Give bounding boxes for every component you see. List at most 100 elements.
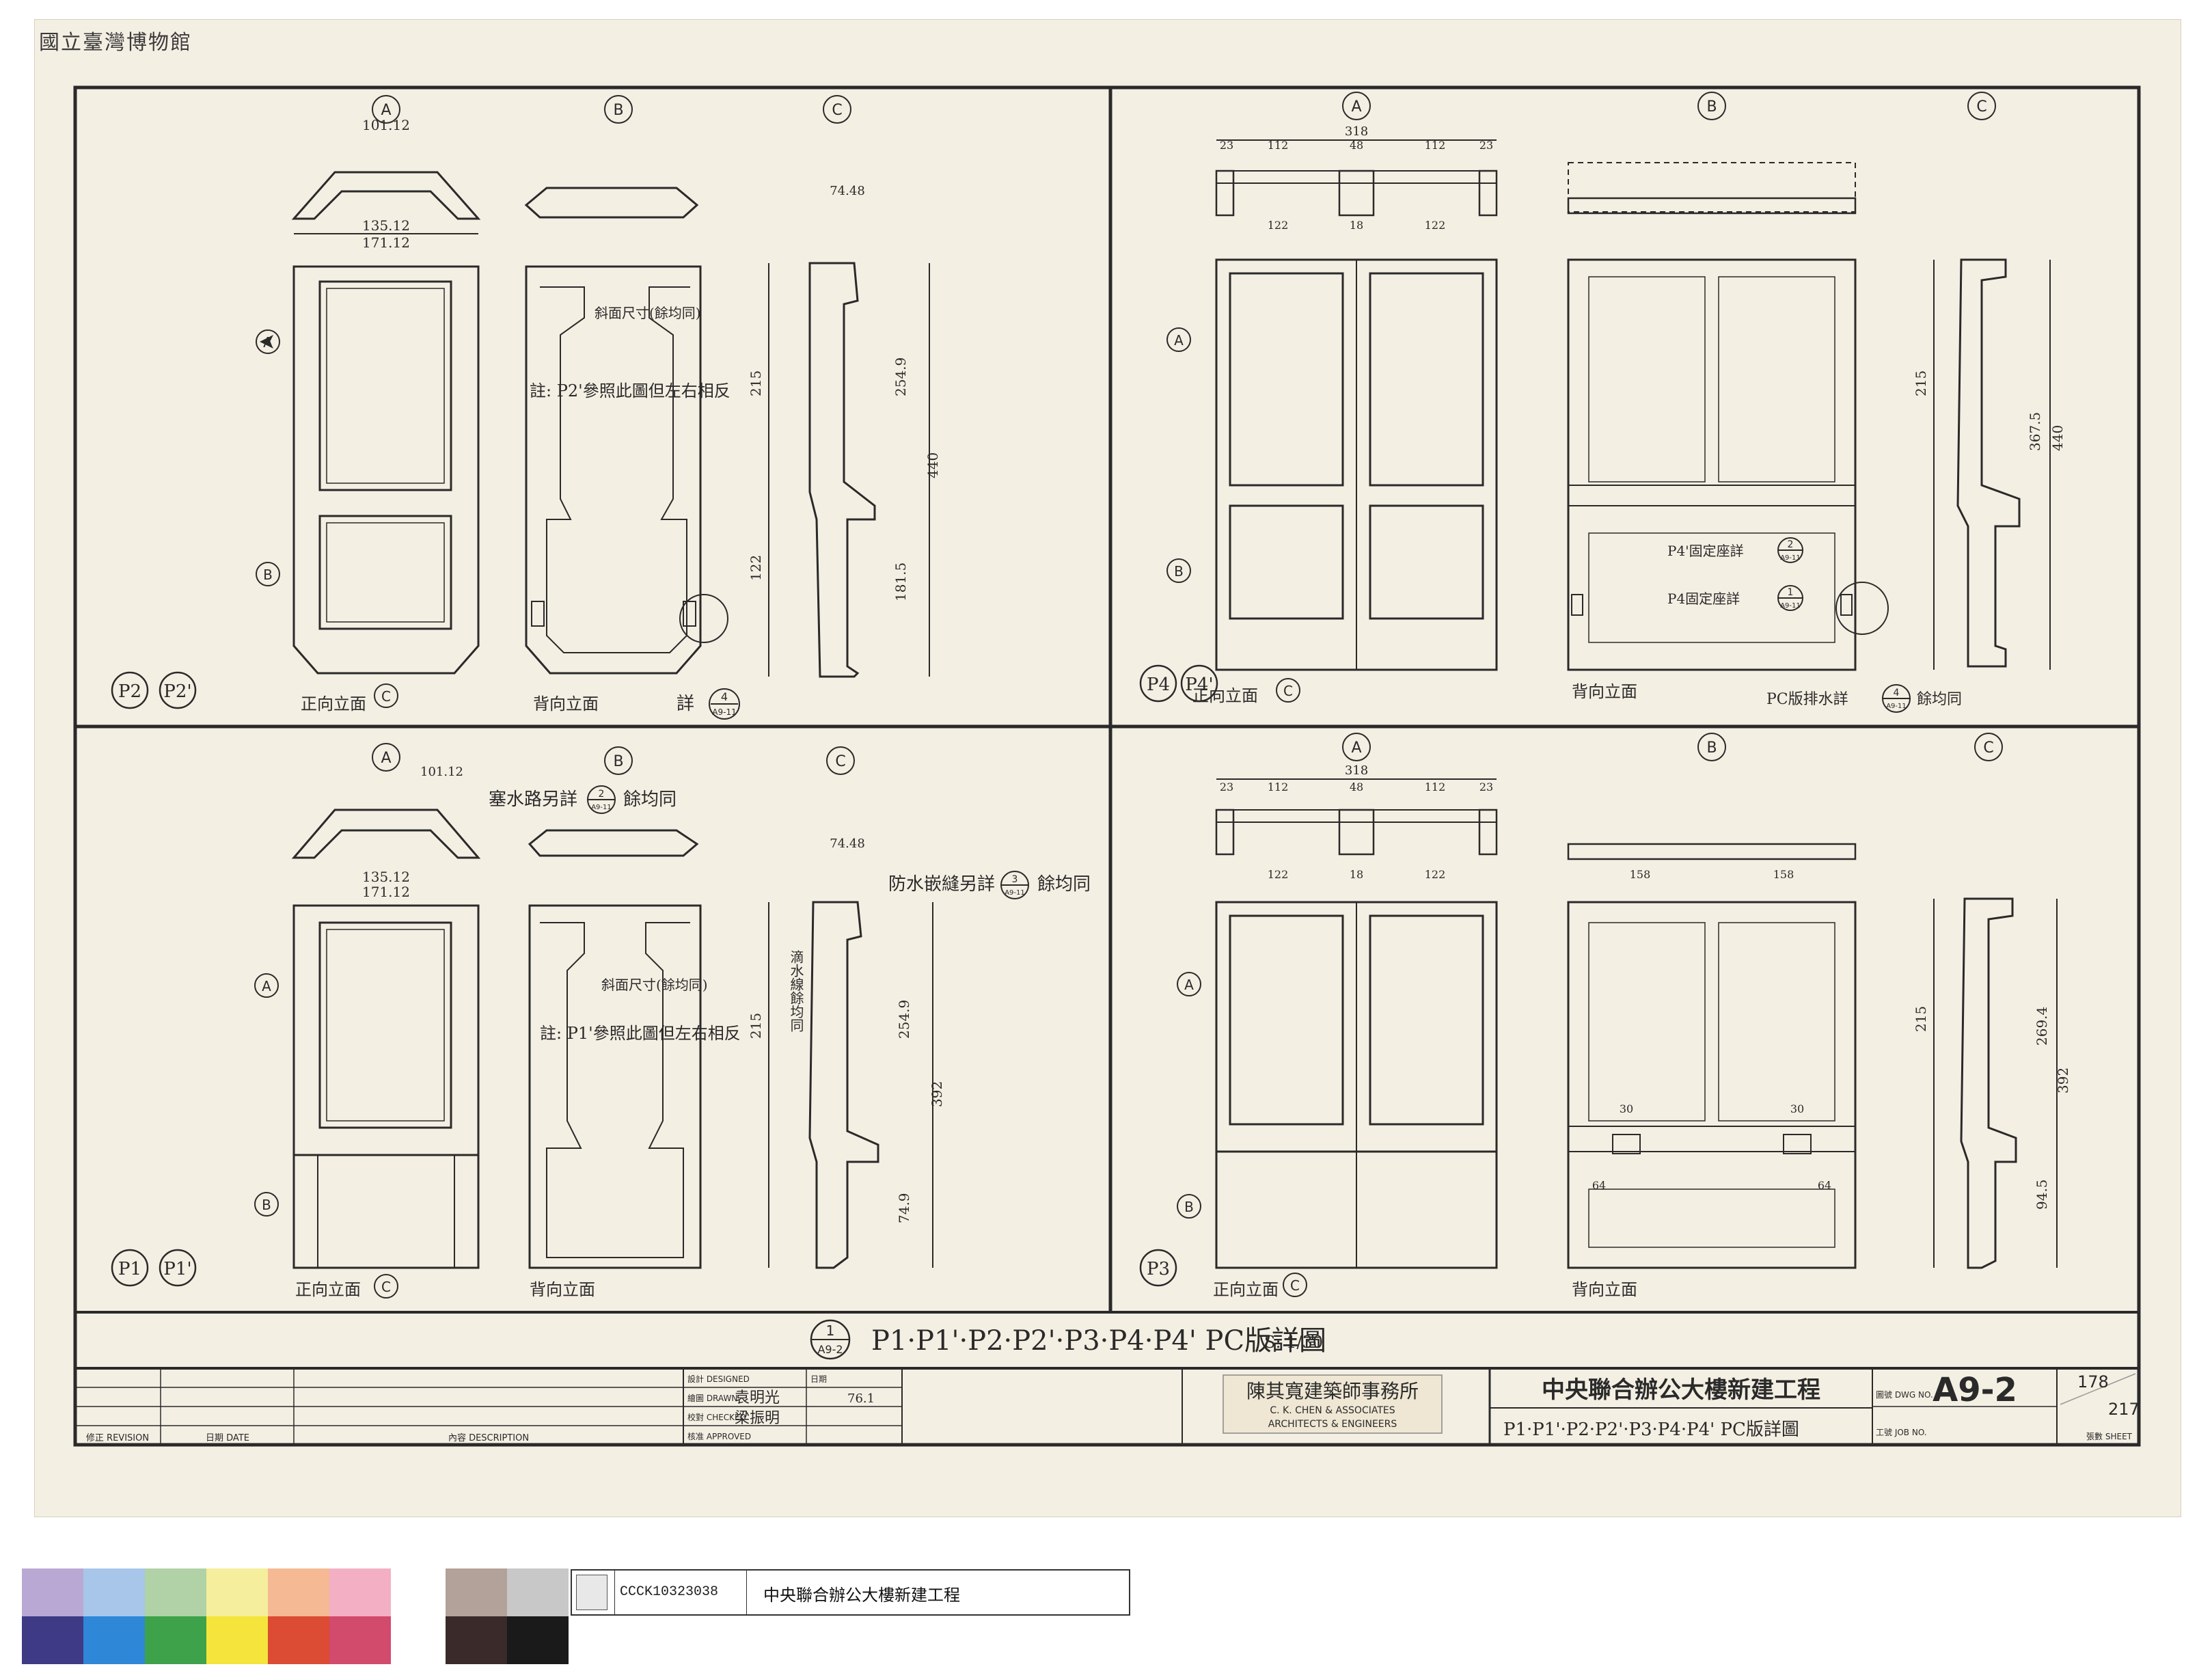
- callout-b-left: B: [262, 1197, 271, 1213]
- dim-label: 30: [1790, 1102, 1804, 1115]
- sheet-label: 張數 SHEET: [2086, 1432, 2133, 1441]
- panel-code: P3: [1147, 1259, 1170, 1279]
- color-swatch: [206, 1616, 268, 1664]
- dim-label: 254.9: [892, 357, 909, 396]
- dim-label: 215: [1913, 1006, 1929, 1032]
- dim-label: 64: [1818, 1179, 1831, 1192]
- back-elevation-label: 背向立面: [1572, 682, 1637, 701]
- front-elevation-outline: [292, 904, 480, 1269]
- back-elevation-outline: [528, 904, 702, 1269]
- callout-a-left: A: [1174, 332, 1184, 349]
- water-suffix: 餘均同: [623, 789, 677, 810]
- detail-label: 詳: [677, 694, 694, 714]
- seal-note: 防水嵌縫另詳: [888, 874, 995, 895]
- drawn-date: 76.1: [847, 1391, 875, 1406]
- dim-label: 122: [1425, 219, 1446, 232]
- seal-ref: 3: [1012, 874, 1018, 885]
- callout-c-bottom: C: [1283, 683, 1293, 699]
- dwg-no: A9-2: [1933, 1371, 2017, 1409]
- panel-p2: 135.12 171.12 101.12 A B C 74.48 215 254…: [111, 95, 941, 720]
- back-elevation-outline: [1567, 901, 1857, 1269]
- dim-label: 23: [1479, 139, 1493, 152]
- firm-english-1: C. K. CHEN & ASSOCIATES: [1270, 1405, 1395, 1416]
- section-c-profile: [808, 901, 879, 1269]
- fix-ref: 1: [1788, 587, 1794, 598]
- callout-a-left: A: [1184, 977, 1194, 993]
- dim-label: 171.12: [362, 234, 410, 251]
- panel-p4: A B C 318 23 112 48 112 23 122 18 122 A …: [1139, 92, 2066, 713]
- dim-label: 64: [1592, 1179, 1606, 1192]
- panel-code: P2': [163, 681, 191, 702]
- dim-label: 112: [1268, 780, 1289, 793]
- drain-ref: 4: [1894, 688, 1900, 698]
- callout-a: A: [381, 102, 391, 119]
- code-circle: [159, 1249, 197, 1287]
- sheet-number: 178: [2077, 1372, 2109, 1391]
- section-a-profile: [291, 809, 481, 859]
- dim-label: 254.9: [896, 1000, 912, 1039]
- front-elevation-label: 正向立面: [301, 694, 366, 714]
- dim-label: 94.5: [2034, 1179, 2050, 1210]
- title-text: P1·P1'·P2·P2'·P3·P4·P4' PC版詳圖: [871, 1325, 1326, 1357]
- section-b-profile: [1567, 843, 1857, 860]
- color-swatch: [391, 1616, 452, 1664]
- drain-ref-sheet: A9-11: [1886, 703, 1907, 710]
- panel-code: P2: [118, 681, 141, 702]
- dim-label: 122: [1268, 219, 1289, 232]
- callout-c-bottom: C: [1290, 1277, 1300, 1294]
- fix-note-2: P4固定座詳: [1667, 590, 1740, 607]
- code-circle: [1139, 1249, 1177, 1287]
- back-elevation-outline: [1567, 258, 1857, 671]
- dim-label: 158: [1630, 868, 1651, 881]
- callout-b: B: [1706, 98, 1717, 116]
- detail-ref-sheet: A9-11: [712, 707, 736, 717]
- title-block: 修正 REVISION 日期 DATE 內容 DESCRIPTION 設計 DE…: [75, 1368, 2140, 1445]
- front-elevation-outline: [292, 265, 480, 675]
- color-swatch: [83, 1616, 145, 1664]
- back-elevation-label: 背向立面: [530, 1280, 595, 1299]
- dim-label: 74.48: [830, 184, 865, 198]
- color-swatch: [507, 1616, 569, 1664]
- color-swatch: [206, 1568, 268, 1616]
- dim-label: 112: [1268, 139, 1289, 152]
- dim-label: 269.4: [2034, 1007, 2050, 1046]
- dim-label: 135.12: [362, 217, 410, 234]
- dim-label: 440: [925, 452, 941, 478]
- dim-label: 215: [748, 370, 764, 396]
- callout-b: B: [613, 102, 623, 119]
- drain-suffix: 餘均同: [1917, 691, 1962, 708]
- drawn-label: 繪圖 DRAWN: [687, 1393, 737, 1403]
- dim-label: 181.5: [892, 562, 909, 601]
- color-swatch: [391, 1568, 452, 1616]
- front-elevation-label: 正向立面: [295, 1280, 361, 1299]
- dim-label: 74.9: [896, 1193, 912, 1223]
- dim-label: 122: [1425, 868, 1446, 881]
- project-name: 中央聯合辦公大樓新建工程: [1542, 1376, 1820, 1404]
- color-swatch: [268, 1616, 329, 1664]
- dim-label: 392: [929, 1081, 945, 1107]
- callout-a: A: [381, 750, 391, 767]
- panel-code: P1': [163, 1259, 191, 1279]
- firm-english-2: ARCHITECTS & ENGINEERS: [1268, 1419, 1397, 1430]
- back-elevation-outline: [525, 265, 702, 675]
- back-elevation-label: 背向立面: [533, 694, 599, 714]
- drip-note: 滴水線餘均同: [788, 950, 804, 1032]
- dim-label: 101.12: [420, 765, 463, 779]
- color-swatch: [507, 1568, 569, 1616]
- water-note: 塞水路另詳: [489, 789, 577, 810]
- drawing-title: 1 A9-2 P1·P1'·P2·P2'·P3·P4·P4' PC版詳圖 S: …: [810, 1319, 1326, 1360]
- dim-label: 215: [748, 1013, 764, 1039]
- section-c-profile: [1960, 897, 2017, 1269]
- color-swatch: [446, 1568, 507, 1616]
- front-elevation-label: 正向立面: [1192, 686, 1258, 705]
- drain-note: PC版排水詳: [1766, 691, 1848, 708]
- callout-b-left: B: [263, 567, 273, 583]
- sheet-title: P1·P1'·P2·P2'·P3·P4·P4' PC版詳圖: [1503, 1419, 1799, 1440]
- fix-ref-sheet: A9-11: [1780, 602, 1801, 610]
- title-scale: S: 1/30: [1264, 1333, 1323, 1352]
- upper-panel: [318, 280, 452, 491]
- fix-ref-sheet: A9-11: [1780, 554, 1801, 562]
- dwg-no-label: 圖號 DWG NO.: [1876, 1390, 1933, 1400]
- dim-label: 367.5: [2027, 412, 2043, 451]
